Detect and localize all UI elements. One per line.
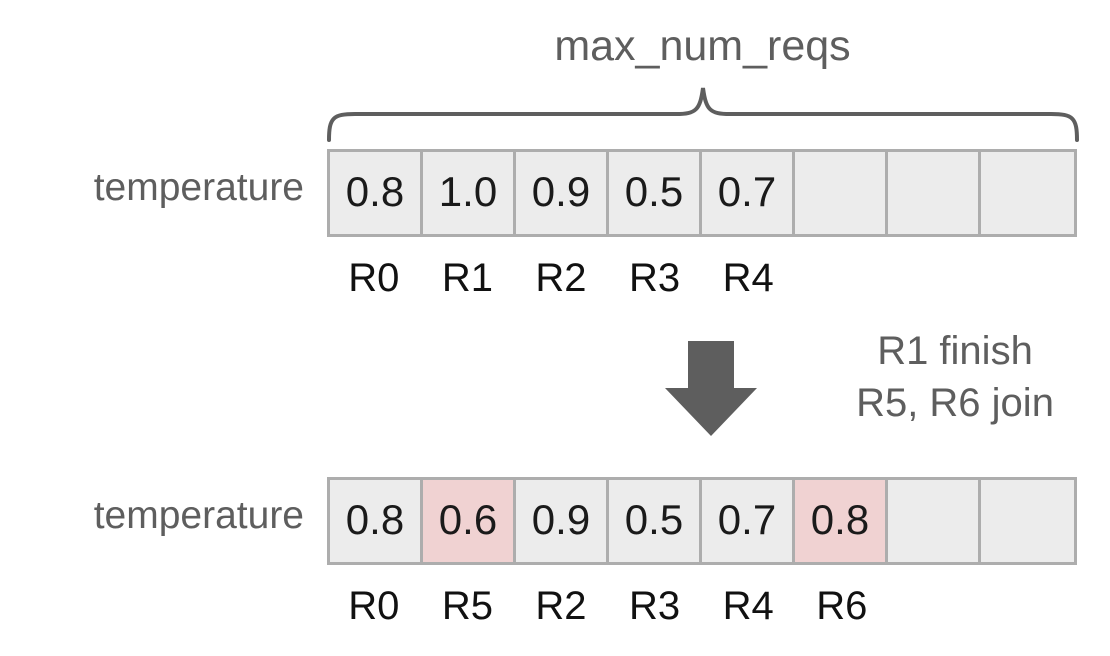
cell-value: 0.9 xyxy=(531,496,591,543)
array-cell[interactable] xyxy=(795,152,888,234)
row-label-temperature-after: temperature xyxy=(93,494,304,537)
array-cell[interactable]: 0.7 xyxy=(702,480,795,562)
array-cell[interactable]: 0.8 xyxy=(330,152,423,234)
cell-value: 0.7 xyxy=(717,496,777,543)
cell-value: 0.9 xyxy=(531,168,591,215)
request-id: R0 xyxy=(348,584,400,628)
request-id: R1 xyxy=(441,256,493,300)
cell-value: 0.8 xyxy=(345,168,405,215)
transition-line: R1 finish xyxy=(877,329,1033,373)
request-id: R0 xyxy=(348,256,400,300)
cell-value: 0.8 xyxy=(345,496,405,543)
array-after: 0.8 0.6 0.9 0.5 0.7 0.8 xyxy=(327,477,1077,565)
request-id: R4 xyxy=(722,256,774,300)
array-cell[interactable] xyxy=(981,152,1074,234)
request-id xyxy=(795,258,889,298)
row-label-temperature-before: temperature xyxy=(93,166,304,209)
array-cell[interactable]: 1.0 xyxy=(423,152,516,234)
request-id xyxy=(982,258,1076,298)
array-cell[interactable] xyxy=(981,480,1074,562)
cell-value: 0.5 xyxy=(624,496,684,543)
request-id: R6 xyxy=(816,584,868,628)
cell-value: 0.8 xyxy=(810,496,870,543)
request-id: R3 xyxy=(629,256,681,300)
transition-line: R5, R6 join xyxy=(856,381,1054,425)
curly-brace-icon xyxy=(324,84,1081,142)
request-id: R2 xyxy=(535,256,587,300)
array-cell[interactable]: 0.8 xyxy=(330,480,423,562)
request-id-row-before: R0 R1 R2 R3 R4 xyxy=(327,258,1077,298)
array-cell[interactable]: 0.9 xyxy=(516,480,609,562)
request-id xyxy=(889,258,983,298)
request-id: R2 xyxy=(535,584,587,628)
request-id: R5 xyxy=(441,584,493,628)
cell-value: 1.0 xyxy=(438,168,498,215)
brace-label: max_num_reqs xyxy=(554,22,851,70)
request-id-row-after: R0 R5 R2 R3 R4 R6 xyxy=(327,586,1077,626)
request-id: R3 xyxy=(629,584,681,628)
array-before: 0.8 1.0 0.9 0.5 0.7 xyxy=(327,149,1077,237)
array-cell-highlighted[interactable]: 0.6 xyxy=(423,480,516,562)
array-cell[interactable]: 0.7 xyxy=(702,152,795,234)
down-arrow-icon xyxy=(664,341,758,437)
array-cell[interactable]: 0.5 xyxy=(609,152,702,234)
array-cell[interactable] xyxy=(888,480,981,562)
request-id: R4 xyxy=(722,584,774,628)
transition-annotation: R1 finish R5, R6 join xyxy=(800,325,1110,429)
cell-value: 0.5 xyxy=(624,168,684,215)
cell-value: 0.6 xyxy=(438,496,498,543)
cell-value: 0.7 xyxy=(717,168,777,215)
request-id xyxy=(982,586,1076,626)
array-cell[interactable]: 0.5 xyxy=(609,480,702,562)
array-cell-highlighted[interactable]: 0.8 xyxy=(795,480,888,562)
request-id xyxy=(889,586,983,626)
array-cell[interactable] xyxy=(888,152,981,234)
array-cell[interactable]: 0.9 xyxy=(516,152,609,234)
